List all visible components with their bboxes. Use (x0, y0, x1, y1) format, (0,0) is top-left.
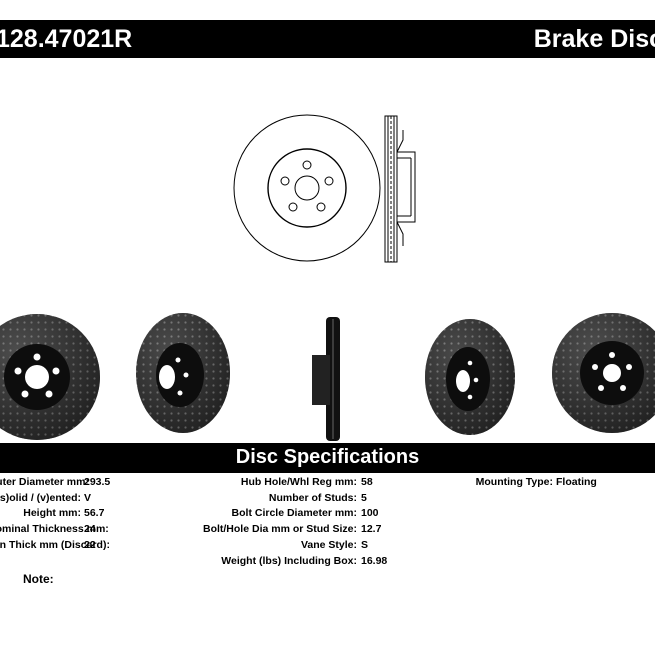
spec-value: 56.7 (84, 507, 105, 520)
spec-label: Min Thick mm (Discard): (0, 538, 110, 551)
stud-hole (302, 160, 312, 170)
spec-value: 16.98 (361, 554, 388, 567)
spec-row: Weight (lbs) Including Box: 16.98 (180, 554, 387, 570)
stud-hole (316, 202, 326, 212)
spec-row: (s)olid / (v)ented:V (0, 491, 110, 507)
product-name: Brake Disc (533, 25, 655, 53)
spec-column-3: Mounting Type:Floating (458, 475, 597, 491)
spec-value: Floating (556, 476, 597, 488)
disc-hub-hole (294, 175, 320, 201)
spec-value: S (361, 538, 369, 551)
disc-view-side (312, 317, 340, 441)
spec-row: Nominal Thickness mm:24 (0, 522, 110, 538)
disc-hat-edge (267, 148, 347, 228)
specifications-title: Disc Specifications (235, 446, 420, 468)
spec-row: Min Thick mm (Discard):22 (0, 538, 110, 554)
spec-label: Bolt Circle Diameter mm: (231, 507, 357, 520)
spec-row: Hub Hole/Whl Reg mm: 58 (180, 475, 387, 491)
specifications-bar: Disc Specifications (0, 443, 655, 473)
spec-value: 5 (361, 491, 367, 504)
spec-label: Bolt/Hole Dia mm or Stud Size: (202, 523, 357, 536)
spec-label: Height mm: (23, 507, 81, 520)
spec-label: Outer Diameter mm: (0, 476, 89, 488)
spec-value: 12.7 (361, 523, 382, 536)
spec-row: Bolt/Hole Dia mm or Stud Size: 12.7 (180, 522, 387, 538)
disc-view-front-left (0, 314, 100, 440)
spec-value: V (84, 491, 92, 504)
stud-hole (288, 202, 298, 212)
spec-column-2: Hub Hole/Whl Reg mm: 58 Number of Studs: 5… (180, 475, 387, 569)
disc-photo-views (0, 313, 655, 441)
header-bar: 128.47021R Brake Disc (0, 20, 655, 58)
spec-column-1: Outer Diameter mm:293.5 (s)olid / (v)ent… (0, 475, 110, 554)
disc-view-angled-left (136, 313, 230, 433)
spec-label: Weight (lbs) Including Box: (221, 554, 357, 567)
spec-label: Nominal Thickness mm: (0, 523, 109, 536)
disc-view-angled-right (425, 319, 515, 435)
disc-view-back-right (552, 313, 655, 433)
part-number: 128.47021R (0, 25, 133, 53)
spec-row: Number of Studs: 5 (180, 491, 387, 507)
spec-label: (s)olid / (v)ented: (0, 491, 81, 504)
spec-row: Bolt Circle Diameter mm: 100 (180, 506, 387, 522)
spec-label: Hub Hole/Whl Reg mm: (240, 476, 357, 488)
spec-value: 293.5 (84, 476, 111, 488)
stud-hole (324, 176, 334, 186)
spec-value: 58 (361, 476, 373, 488)
spec-label: Number of Studs: (268, 491, 357, 504)
note-label: Note: (23, 572, 54, 586)
disc-outer-edge (233, 114, 381, 262)
spec-value: 24 (84, 523, 96, 536)
spec-label: Vane Style: (300, 538, 357, 551)
disc-side-profile (384, 115, 416, 263)
spec-value: 22 (84, 538, 96, 551)
spec-row: Mounting Type:Floating (458, 475, 597, 491)
spec-row: Outer Diameter mm:293.5 (0, 475, 110, 491)
disc-technical-drawing (233, 114, 416, 263)
stud-hole (280, 176, 290, 186)
spec-row: Height mm:56.7 (0, 506, 110, 522)
spec-row: Vane Style: S (180, 538, 387, 554)
spec-value: 100 (361, 507, 379, 520)
spec-label: Mounting Type: (475, 476, 553, 488)
